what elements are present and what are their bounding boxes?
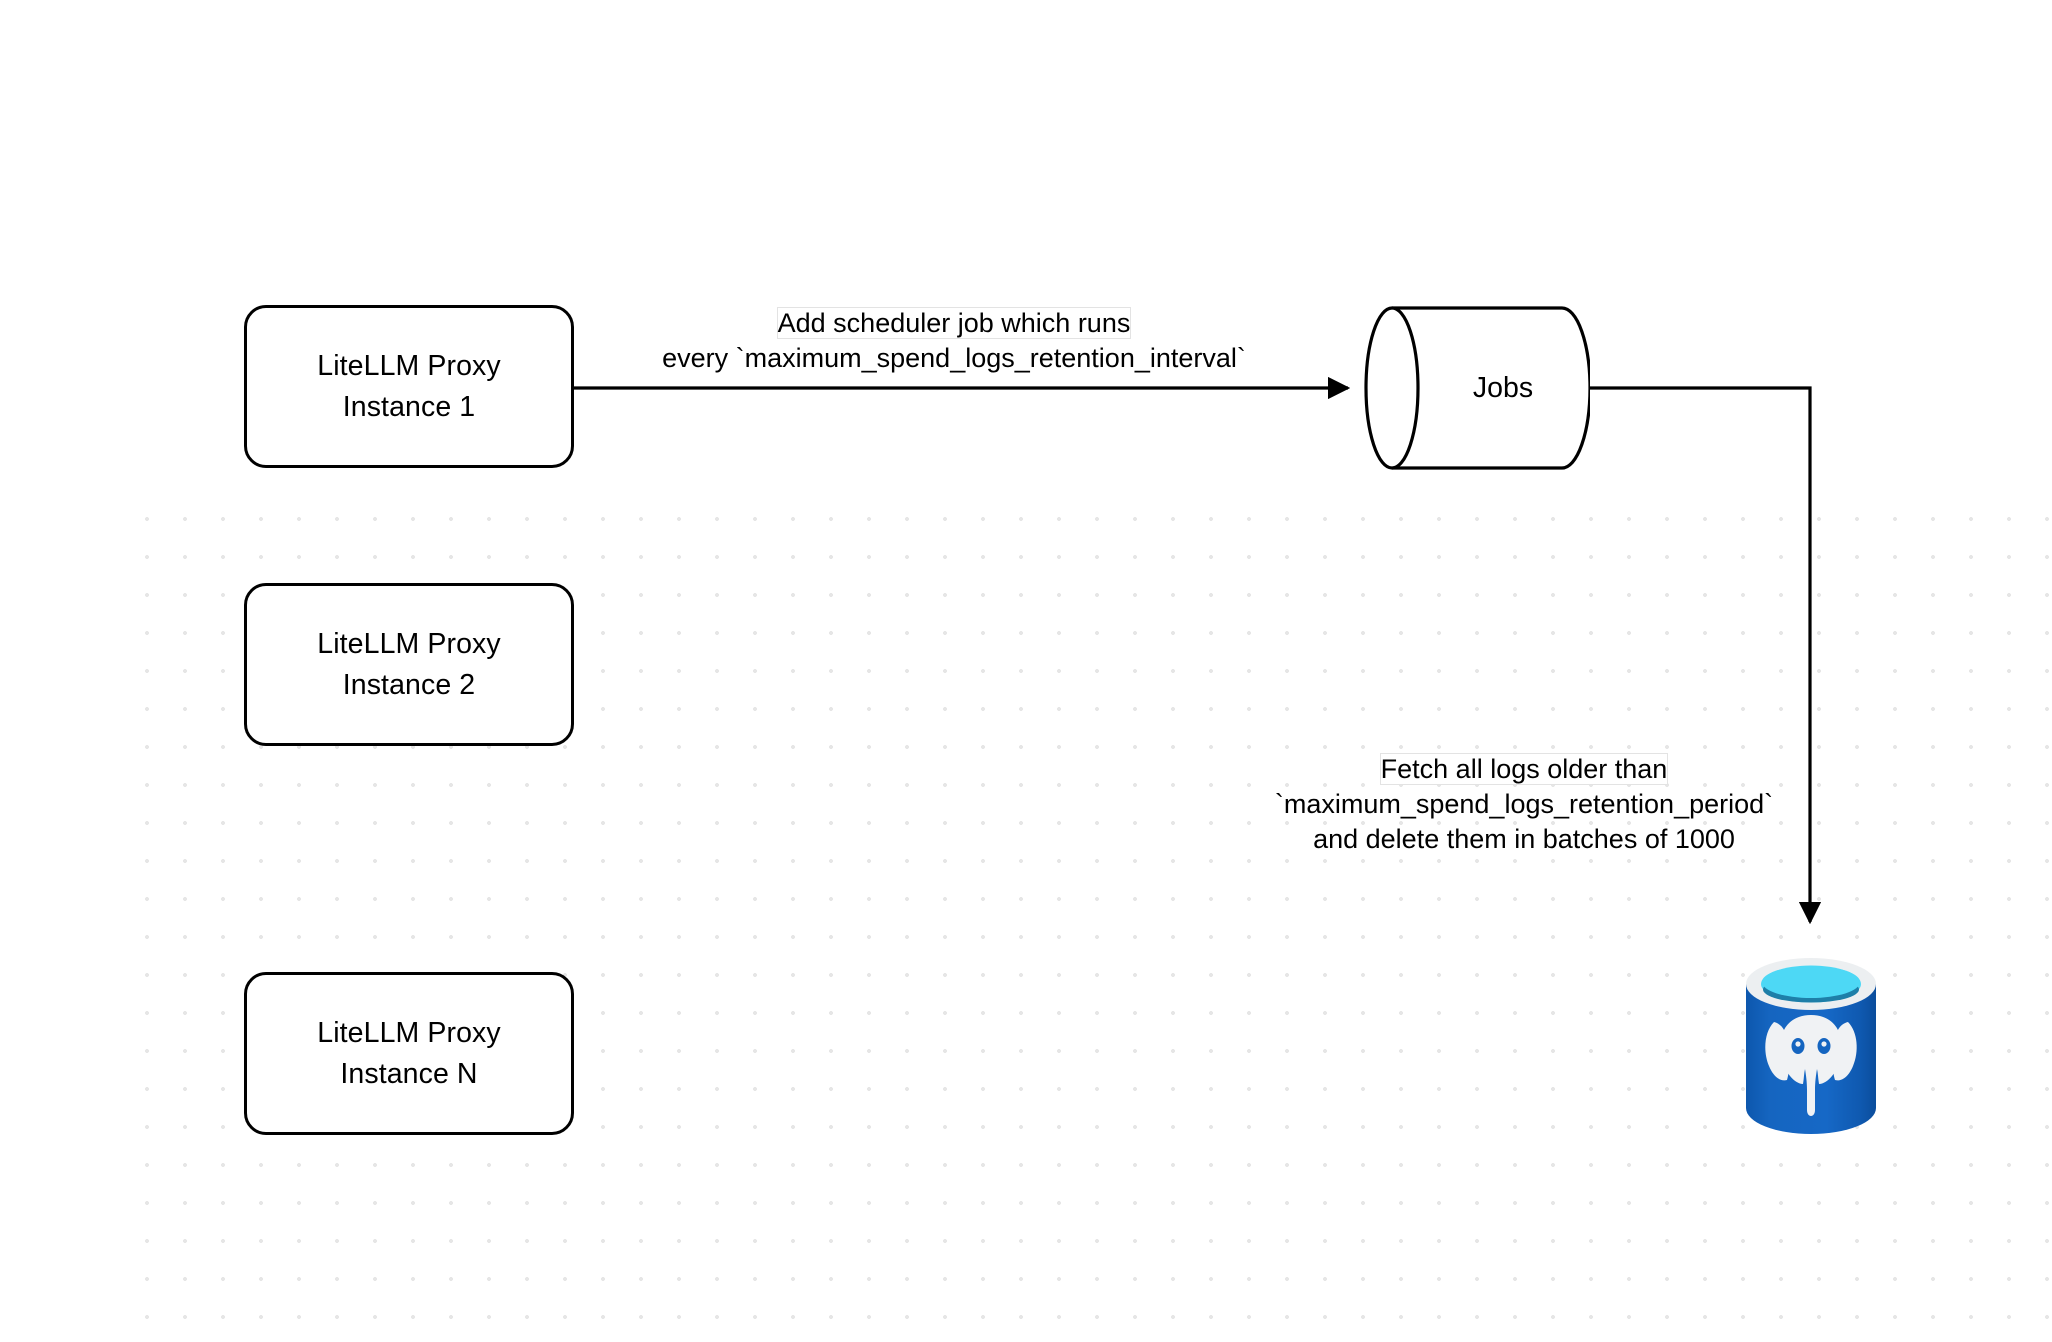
proxy-2-line-2: Instance 2 — [342, 668, 476, 701]
proxy-3-line-1: LiteLLM Proxy — [317, 1016, 501, 1049]
elephant-tusks — [1791, 1070, 1831, 1080]
node-litellm-proxy-instance-n[interactable]: LiteLLM Proxy Instance N — [244, 972, 574, 1135]
db-top-highlight — [1762, 966, 1860, 998]
elephant-eye-shine — [1795, 1041, 1827, 1047]
proxy-2-line-1: LiteLLM Proxy — [317, 627, 501, 660]
jobs-cylinder-body — [1392, 306, 1590, 470]
edge-label-fetch: Fetch all logs older than `maximum_spend… — [1232, 752, 1816, 857]
fetch-label-line-3: and delete them in batches of 1000 — [1313, 824, 1735, 854]
scheduler-label-line-2: every `maximum_spend_logs_retention_inte… — [662, 343, 1246, 373]
node-litellm-proxy-instance-2[interactable]: LiteLLM Proxy Instance 2 — [244, 583, 574, 746]
jobs-label: Jobs — [1472, 371, 1534, 404]
edge-label-scheduler: Add scheduler job which runs every `maxi… — [598, 306, 1310, 376]
proxy-1-line-2: Instance 1 — [342, 390, 476, 423]
node-litellm-proxy-instance-1[interactable]: LiteLLM Proxy Instance 1 — [244, 305, 574, 468]
scheduler-label-line-1: Add scheduler job which runs — [777, 308, 1131, 338]
jobs-label-wrap: Jobs — [1364, 305, 1590, 471]
jobs-cylinder-cap — [1364, 306, 1420, 470]
proxy-3-line-2: Instance N — [340, 1057, 478, 1090]
proxy-1-line-1: LiteLLM Proxy — [317, 349, 501, 382]
fetch-label-line-1: Fetch all logs older than — [1380, 754, 1668, 784]
postgresql-database-icon[interactable] — [1744, 958, 1878, 1134]
fetch-label-line-2: `maximum_spend_logs_retention_period` — [1274, 789, 1774, 819]
node-jobs-cylinder[interactable] — [1364, 305, 1590, 471]
